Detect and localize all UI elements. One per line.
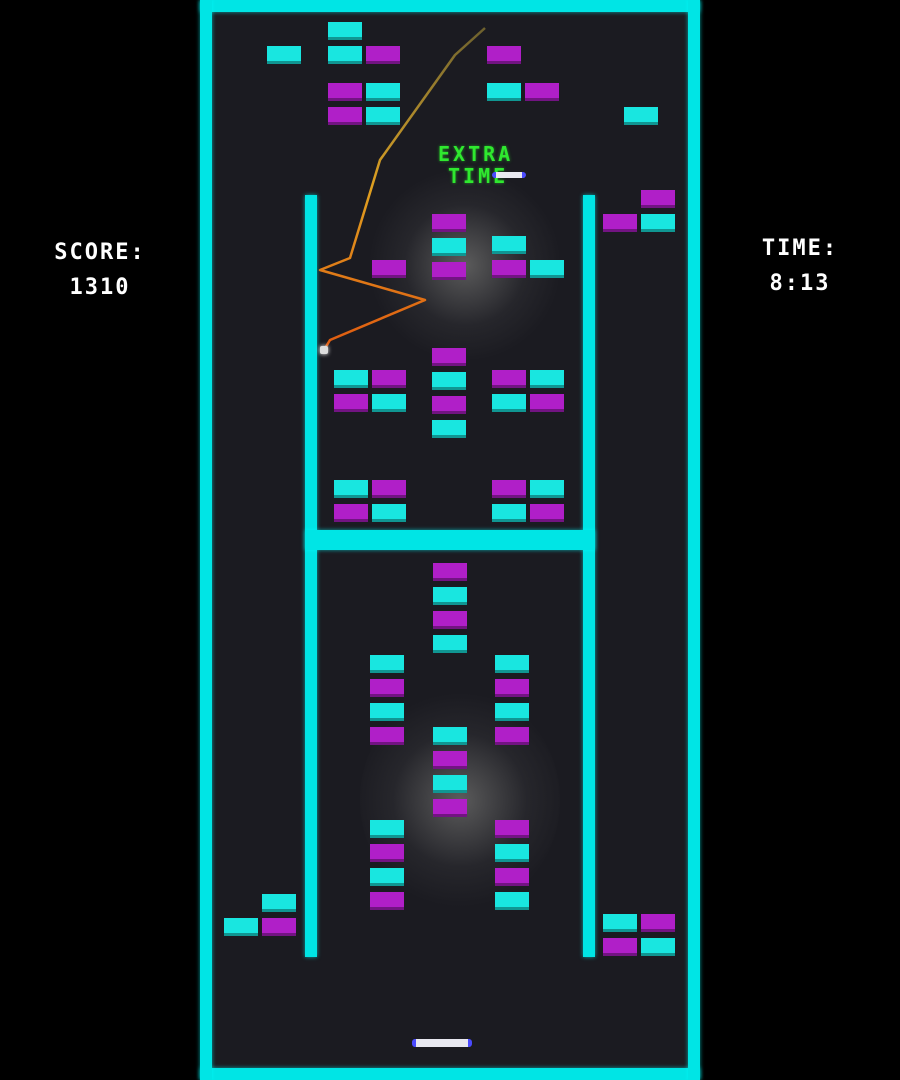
brick	[492, 370, 526, 388]
brick	[530, 394, 564, 412]
time-display: TIME: 8:13	[730, 236, 870, 296]
brick	[530, 260, 564, 278]
brick	[495, 844, 529, 862]
inner-wall-right	[583, 195, 595, 957]
brick	[432, 214, 466, 232]
score-label: SCORE:	[54, 240, 146, 265]
brick	[492, 236, 526, 254]
brick	[433, 635, 467, 653]
brick	[262, 918, 296, 936]
player-paddle[interactable]	[412, 1039, 472, 1047]
brick	[370, 868, 404, 886]
brick	[366, 83, 400, 101]
brick	[603, 214, 637, 232]
brick	[495, 727, 529, 745]
brick	[328, 22, 362, 40]
brick	[495, 868, 529, 886]
brick	[334, 480, 368, 498]
brick	[495, 892, 529, 910]
brick	[530, 370, 564, 388]
powerup-line-1: EXTRA	[438, 142, 514, 166]
brick	[370, 892, 404, 910]
ball	[320, 346, 328, 354]
extra-time-powerup: EXTRA TIME	[438, 143, 513, 187]
inner-wall-left	[305, 195, 317, 957]
brick	[372, 480, 406, 498]
brick	[433, 611, 467, 629]
brick	[224, 918, 258, 936]
brick	[432, 238, 466, 256]
brick	[432, 348, 466, 366]
brick	[641, 190, 675, 208]
time-value: 8:13	[769, 271, 831, 296]
brick	[603, 914, 637, 932]
brick	[328, 83, 362, 101]
brick	[372, 260, 406, 278]
inner-wall-divider	[305, 530, 595, 550]
brick	[370, 820, 404, 838]
brick	[328, 46, 362, 64]
brick	[370, 679, 404, 697]
brick	[433, 587, 467, 605]
playfield[interactable]: EXTRA TIME	[200, 0, 700, 1080]
brick	[492, 504, 526, 522]
brick	[370, 727, 404, 745]
falling-paddle-icon	[492, 172, 526, 178]
brick	[492, 394, 526, 412]
brick	[525, 83, 559, 101]
brick	[432, 420, 466, 438]
brick	[495, 703, 529, 721]
brick	[492, 260, 526, 278]
brick	[370, 703, 404, 721]
brick	[641, 214, 675, 232]
brick	[433, 751, 467, 769]
brick	[487, 83, 521, 101]
brick	[432, 372, 466, 390]
brick	[624, 107, 658, 125]
brick	[530, 504, 564, 522]
brick	[495, 820, 529, 838]
brick	[262, 894, 296, 912]
brick	[370, 844, 404, 862]
brick	[366, 107, 400, 125]
wall-right	[688, 0, 700, 1080]
brick	[495, 655, 529, 673]
score-display: SCORE: 1310	[30, 240, 170, 300]
brick	[492, 480, 526, 498]
brick	[603, 938, 637, 956]
brick	[495, 679, 529, 697]
brick	[372, 370, 406, 388]
brick	[334, 394, 368, 412]
ball-trail	[318, 27, 486, 351]
brick	[370, 655, 404, 673]
wall-top	[200, 0, 700, 12]
brick	[328, 107, 362, 125]
brick	[334, 370, 368, 388]
brick	[366, 46, 400, 64]
brick	[641, 914, 675, 932]
brick	[334, 504, 368, 522]
brick	[433, 775, 467, 793]
brick	[433, 727, 467, 745]
brick	[433, 799, 467, 817]
wall-bottom	[200, 1068, 700, 1080]
brick	[432, 262, 466, 280]
wall-left	[200, 0, 212, 1080]
brick	[641, 938, 675, 956]
powerup-line-2: TIME	[448, 164, 509, 188]
brick	[372, 394, 406, 412]
score-value: 1310	[69, 275, 131, 300]
brick	[267, 46, 301, 64]
time-label: TIME:	[761, 236, 839, 261]
brick	[487, 46, 521, 64]
brick	[530, 480, 564, 498]
brick	[432, 396, 466, 414]
brick	[433, 563, 467, 581]
brick	[372, 504, 406, 522]
